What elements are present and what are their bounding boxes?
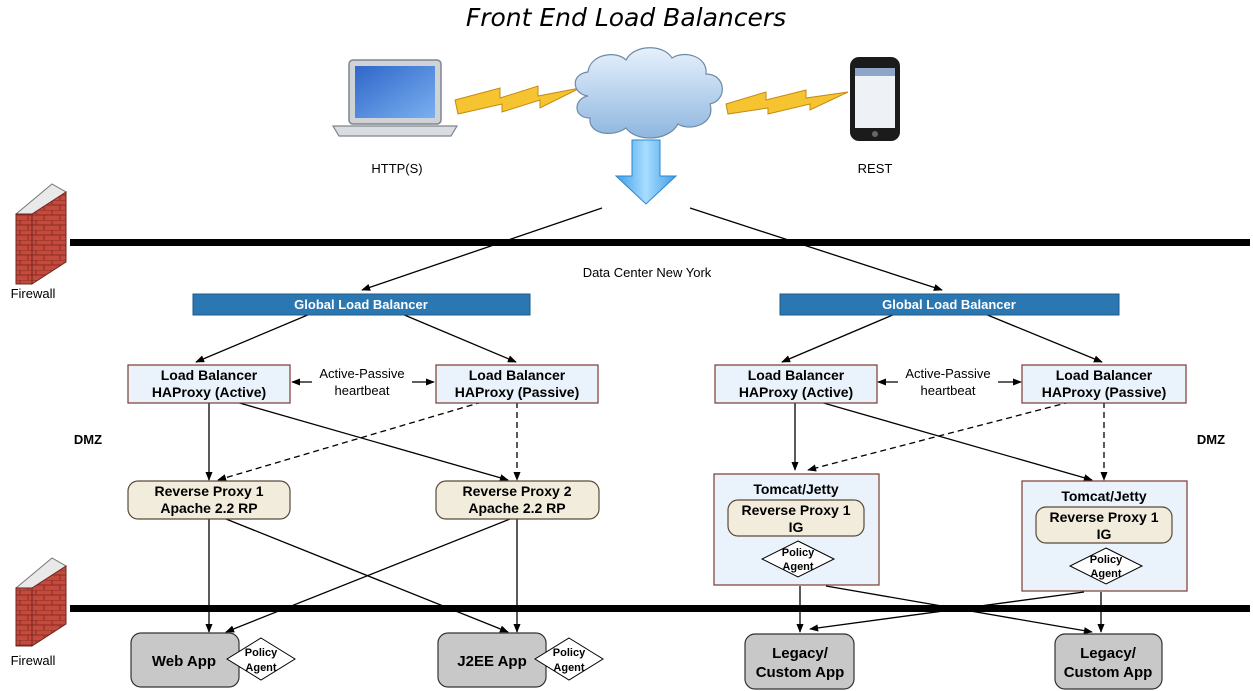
http-label: HTTP(S) — [371, 161, 422, 176]
down-arrow-icon — [614, 139, 678, 205]
svg-text:Policy: Policy — [553, 647, 586, 659]
svg-text:Reverse Proxy 1: Reverse Proxy 1 — [155, 483, 264, 499]
svg-text:HAProxy (Active): HAProxy (Active) — [739, 384, 853, 400]
dmz-label-right: DMZ — [1197, 432, 1225, 447]
svg-text:Legacy/: Legacy/ — [1080, 645, 1137, 662]
svg-text:Custom App: Custom App — [756, 664, 845, 681]
heartbeat-label-right: Active-Passive — [905, 366, 990, 381]
svg-text:Policy: Policy — [782, 547, 815, 559]
smartphone-icon — [850, 57, 900, 141]
firewall-line-bottom — [70, 605, 1250, 612]
load-balancer-passive-left: Load Balancer HAProxy (Passive) — [435, 364, 599, 404]
svg-text:Reverse Proxy 1: Reverse Proxy 1 — [742, 502, 851, 518]
laptop-icon — [331, 59, 459, 137]
legacy-custom-app-2: Legacy/ Custom App — [1054, 633, 1163, 690]
load-balancer-passive-right: Load Balancer HAProxy (Passive) — [1021, 364, 1187, 404]
diagram-title: Front End Load Balancers — [466, 3, 786, 32]
svg-text:IG: IG — [789, 519, 804, 535]
svg-text:Web App: Web App — [152, 653, 216, 670]
firewall-line-top — [70, 239, 1250, 246]
load-balancer-active-left: Load Balancer HAProxy (Active) — [127, 364, 291, 404]
svg-text:Custom App: Custom App — [1064, 664, 1153, 681]
svg-text:Apache 2.2 RP: Apache 2.2 RP — [468, 500, 565, 516]
connectors — [195, 207, 1108, 635]
global-load-balancer-right: Global Load Balancer — [779, 293, 1120, 316]
svg-text:Load Balancer: Load Balancer — [748, 367, 845, 383]
svg-text:Tomcat/Jetty: Tomcat/Jetty — [753, 481, 839, 497]
j2ee-app: J2EE App Policy Agent — [437, 632, 604, 688]
firewall-label: Firewall — [11, 286, 56, 301]
reverse-proxy-2-left: Reverse Proxy 2 Apache 2.2 RP — [435, 480, 600, 520]
firewall-label: Firewall — [11, 653, 56, 668]
svg-text:HAProxy (Passive): HAProxy (Passive) — [1042, 384, 1167, 400]
svg-text:IG: IG — [1097, 526, 1112, 542]
svg-text:Reverse Proxy 2: Reverse Proxy 2 — [463, 483, 572, 499]
brick-wall-icon — [15, 557, 67, 647]
svg-text:HAProxy (Active): HAProxy (Active) — [152, 384, 266, 400]
dmz-label-left: DMZ — [74, 432, 102, 447]
datacenter-label: Data Center New York — [583, 265, 712, 280]
load-balancer-active-right: Load Balancer HAProxy (Active) — [714, 364, 878, 404]
heartbeat-label-left: Active-Passive — [319, 366, 404, 381]
svg-text:Global Load Balancer: Global Load Balancer — [882, 297, 1016, 312]
tomcat-container-2: Tomcat/Jetty Reverse Proxy 1 IG Policy A… — [1021, 480, 1188, 592]
svg-text:Load Balancer: Load Balancer — [161, 367, 258, 383]
svg-text:Agent: Agent — [1090, 568, 1122, 580]
cloud-icon — [574, 47, 723, 139]
legacy-custom-app-1: Legacy/ Custom App — [744, 633, 855, 690]
svg-text:Policy: Policy — [1090, 554, 1123, 566]
svg-text:Global Load Balancer: Global Load Balancer — [294, 297, 428, 312]
heartbeat-label-right: heartbeat — [921, 383, 976, 398]
web-app: Web App Policy Agent — [130, 632, 296, 688]
svg-text:Reverse Proxy 1: Reverse Proxy 1 — [1050, 509, 1159, 525]
brick-wall-icon — [15, 183, 67, 285]
svg-text:Load Balancer: Load Balancer — [1056, 367, 1153, 383]
svg-text:Agent: Agent — [553, 662, 585, 674]
svg-text:J2EE App: J2EE App — [457, 653, 526, 670]
svg-text:Policy: Policy — [245, 647, 278, 659]
svg-text:Apache 2.2 RP: Apache 2.2 RP — [160, 500, 257, 516]
rest-label: REST — [858, 161, 893, 176]
svg-text:Legacy/: Legacy/ — [772, 645, 829, 662]
lightning-bolt-icon — [454, 85, 849, 115]
global-load-balancer-left: Global Load Balancer — [192, 293, 531, 316]
svg-text:Agent: Agent — [782, 561, 814, 573]
tomcat-container-1: Tomcat/Jetty Reverse Proxy 1 IG Policy A… — [713, 473, 880, 586]
svg-text:Tomcat/Jetty: Tomcat/Jetty — [1061, 488, 1147, 504]
svg-text:Agent: Agent — [245, 662, 277, 674]
heartbeat-label-left: heartbeat — [335, 383, 390, 398]
reverse-proxy-1-left: Reverse Proxy 1 Apache 2.2 RP — [127, 480, 291, 520]
svg-text:HAProxy (Passive): HAProxy (Passive) — [455, 384, 580, 400]
svg-text:Load Balancer: Load Balancer — [469, 367, 566, 383]
